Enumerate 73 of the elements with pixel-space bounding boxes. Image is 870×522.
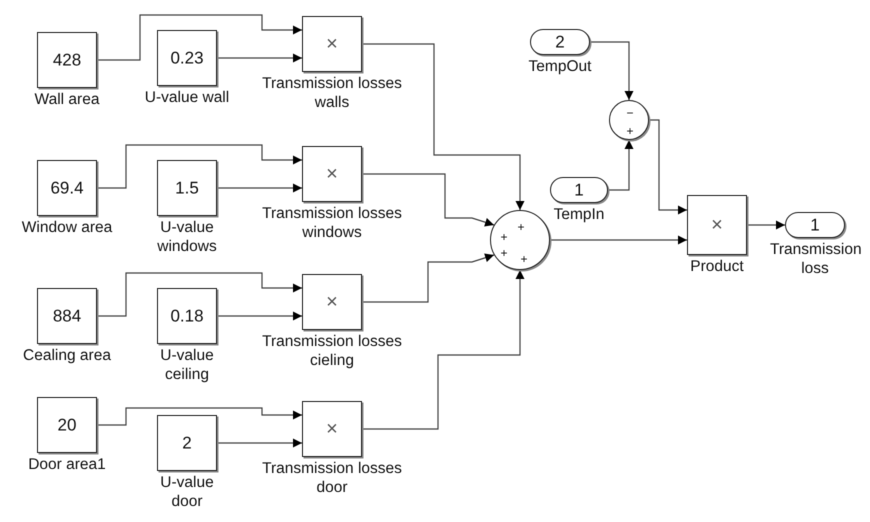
multiply-sign: × xyxy=(325,292,339,312)
block-name: TempIn xyxy=(554,206,604,225)
sum-circle xyxy=(490,210,550,270)
block-value: 2 xyxy=(181,434,193,452)
signal-arrow xyxy=(550,236,687,244)
block-value: 1.5 xyxy=(174,180,200,196)
block-name: Transmission loss xyxy=(770,241,860,278)
sign-label: + xyxy=(516,221,526,233)
block-name: Transmission losses walls xyxy=(261,75,403,112)
block-name: Wall area xyxy=(34,91,100,110)
sign-label: + xyxy=(519,253,528,265)
sum-circle xyxy=(609,100,649,140)
sign-label: − xyxy=(625,107,634,119)
constant-block xyxy=(157,30,217,86)
multiply-sign: × xyxy=(710,215,724,235)
signal-arrow xyxy=(217,312,302,320)
block-name: Transmission losses cieling xyxy=(261,333,403,370)
multiply-sign: × xyxy=(325,34,339,54)
signal-arrow xyxy=(747,220,785,230)
constant-block xyxy=(37,397,97,453)
multiply-sign: × xyxy=(325,164,339,184)
signal-arrow xyxy=(217,438,302,448)
signal-arrow xyxy=(217,184,302,192)
block-name: Transmission losses windows xyxy=(261,205,403,242)
signal-arrow xyxy=(649,119,687,214)
block-name: U-value windows xyxy=(156,219,218,256)
port-number: 1 xyxy=(573,182,585,198)
multiply-sign: × xyxy=(325,419,339,439)
constant-block xyxy=(157,415,217,471)
port-pill xyxy=(550,177,608,203)
port-pill xyxy=(785,212,845,238)
port-pill xyxy=(530,29,590,55)
product-block xyxy=(302,401,362,457)
block-value: 884 xyxy=(52,308,82,324)
constant-block xyxy=(37,160,97,216)
block-name: Window area xyxy=(22,219,112,238)
sign-label: + xyxy=(499,231,508,243)
constant-block xyxy=(157,160,217,216)
constant-block xyxy=(37,32,97,88)
block-value: 0.23 xyxy=(169,50,205,66)
product-block xyxy=(687,195,747,255)
signal-arrow xyxy=(362,173,494,227)
constant-block xyxy=(157,288,217,344)
signal-arrow xyxy=(362,43,524,210)
signal-arrow xyxy=(217,54,302,62)
block-name: Cealing area xyxy=(23,347,111,366)
block-name: Product xyxy=(690,258,744,277)
block-value: 0.18 xyxy=(169,308,205,324)
signal-arrow xyxy=(590,41,634,100)
sign-label: + xyxy=(499,247,508,259)
product-block xyxy=(302,16,362,72)
signal-arrow xyxy=(362,253,494,303)
block-name: U-value door xyxy=(159,474,215,512)
signal-arrow xyxy=(608,140,634,191)
block-name: U-value wall xyxy=(144,89,230,108)
block-value: 69.4 xyxy=(49,180,85,196)
product-block xyxy=(302,146,362,202)
block-name: Transmission losses door xyxy=(261,460,403,498)
constant-block xyxy=(37,288,97,344)
signal-arrow xyxy=(97,14,302,61)
block-name: U-value ceiling xyxy=(159,347,215,384)
signal-arrow xyxy=(97,407,302,426)
signal-arrow xyxy=(362,270,524,430)
port-number: 1 xyxy=(809,216,821,234)
signal-arrow xyxy=(97,144,302,189)
block-value: 20 xyxy=(56,416,78,434)
sign-label: + xyxy=(625,125,634,137)
block-name: Door area1 xyxy=(28,456,106,475)
port-number: 2 xyxy=(554,34,566,50)
product-block xyxy=(302,274,362,330)
block-name: TempOut xyxy=(528,58,592,77)
signal-arrow xyxy=(97,272,302,317)
block-value: 428 xyxy=(52,52,82,68)
